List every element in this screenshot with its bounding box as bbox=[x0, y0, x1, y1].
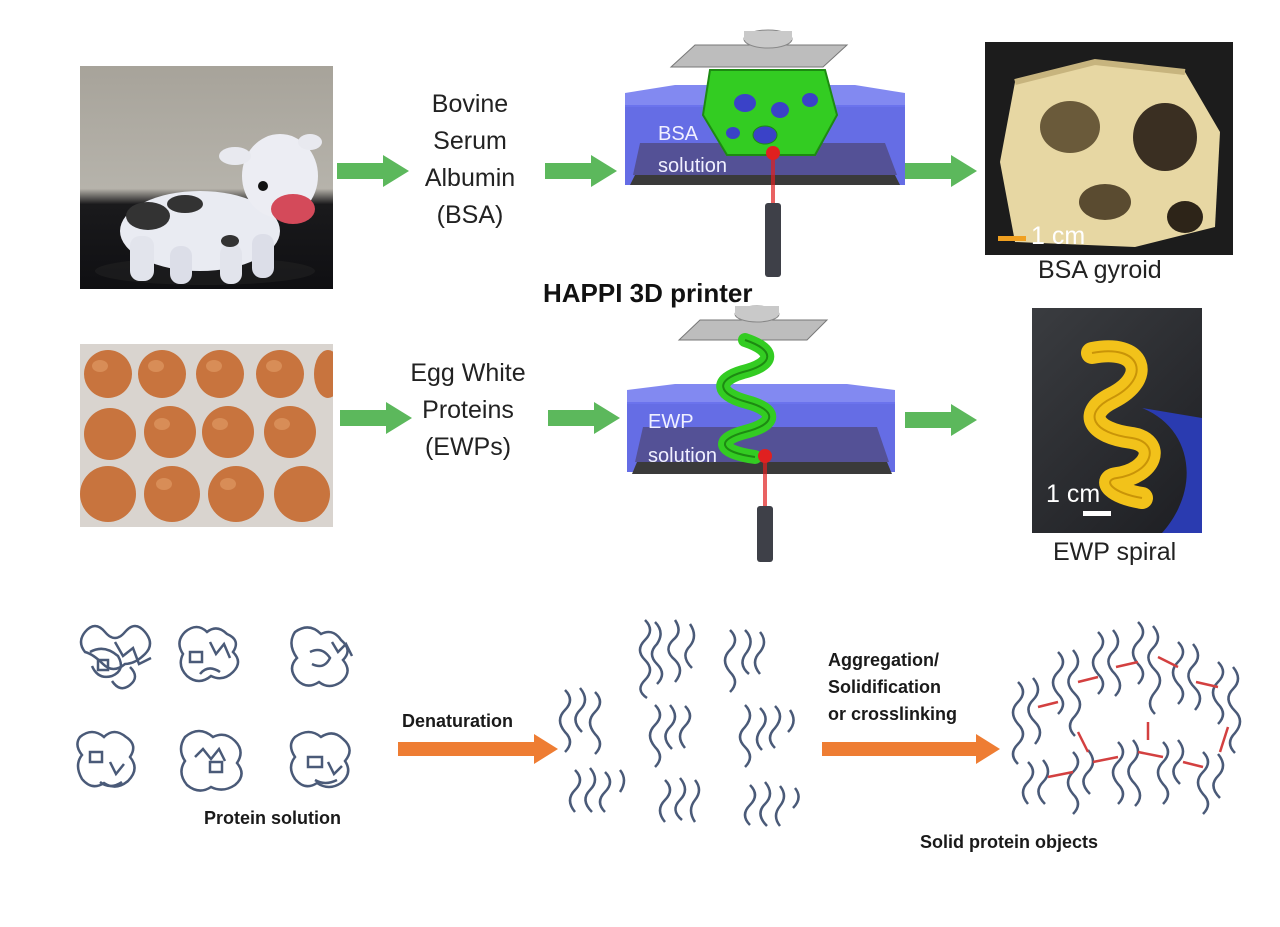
bsa-label-line-4: (BSA) bbox=[436, 201, 504, 229]
bsa-solution-line-2: solution bbox=[658, 155, 727, 177]
bsa-source-label: Bovine Serum Albumin (BSA) bbox=[400, 86, 540, 234]
aggregation-line-3: or crosslinking bbox=[828, 704, 958, 724]
green-arrow-6 bbox=[905, 404, 977, 436]
bsa-solution-label: BSA solution bbox=[658, 118, 727, 182]
green-arrow-5 bbox=[548, 402, 620, 434]
ewp-solution-line-1: EWP bbox=[648, 411, 694, 433]
bsa-scale-label: 1 cm bbox=[1031, 222, 1086, 250]
bsa-label-line-1: Bovine bbox=[431, 90, 509, 118]
ewp-solution-label: EWP solution bbox=[648, 405, 717, 473]
aggregation-label: Aggregation/ Solidification or crosslink… bbox=[828, 647, 957, 728]
folded-proteins-cluster bbox=[76, 624, 354, 792]
ewp-spiral-photo bbox=[1032, 308, 1202, 533]
printer-ewp-diagram bbox=[627, 305, 895, 562]
ewp-label-line-3: (EWPs) bbox=[424, 433, 512, 461]
green-arrow-1 bbox=[337, 155, 409, 187]
bsa-label-line-3: Albumin bbox=[424, 164, 516, 192]
solid-objects-label: Solid protein objects bbox=[920, 832, 1099, 852]
denatured-proteins-cluster bbox=[558, 619, 800, 827]
orange-arrow-aggregation bbox=[822, 734, 1000, 764]
ewp-source-label: Egg White Proteins (EWPs) bbox=[388, 355, 548, 466]
bsa-label-line-2: Serum bbox=[433, 127, 507, 155]
bsa-solution-line-1: BSA bbox=[658, 123, 699, 145]
eggs-photo bbox=[80, 344, 333, 527]
ewp-label-line-2: Proteins bbox=[422, 396, 514, 424]
green-arrow-4 bbox=[340, 402, 412, 434]
ewp-scale-bar bbox=[1083, 511, 1111, 516]
green-arrow-2 bbox=[545, 155, 617, 187]
protein-solution-label: Protein solution bbox=[204, 808, 341, 828]
denaturation-label: Denaturation bbox=[402, 711, 514, 731]
orange-arrow-denaturation bbox=[398, 734, 558, 764]
ewp-spiral-caption: EWP spiral bbox=[1053, 538, 1177, 566]
ewp-scale-label: 1 cm bbox=[1046, 480, 1101, 508]
aggregation-line-2: Solidification bbox=[828, 677, 942, 697]
cow-photo bbox=[80, 66, 333, 289]
ewp-label-line-1: Egg White bbox=[410, 359, 526, 387]
bsa-gyroid-photo bbox=[985, 42, 1233, 255]
bsa-scale-bar bbox=[998, 236, 1026, 241]
green-arrow-3 bbox=[905, 155, 977, 187]
crosslinked-network bbox=[1011, 621, 1242, 815]
printer-label: HAPPI 3D printer bbox=[543, 278, 753, 308]
aggregation-line-1: Aggregation/ bbox=[828, 650, 939, 670]
ewp-solution-line-2: solution bbox=[648, 445, 717, 467]
printer-bsa-diagram bbox=[625, 29, 905, 277]
bsa-gyroid-caption: BSA gyroid bbox=[1038, 256, 1162, 284]
